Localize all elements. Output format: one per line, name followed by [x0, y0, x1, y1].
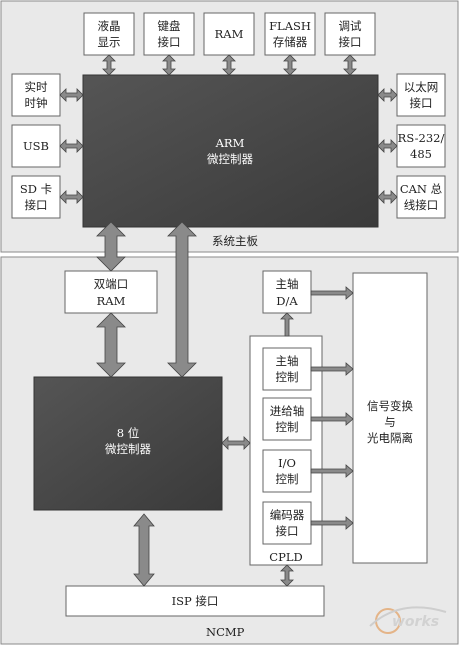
- arrow-top-1: [162, 54, 176, 76]
- top-module-lcd-line1: 液晶: [98, 19, 121, 33]
- cpld-io_ctrl-block: [262, 449, 312, 493]
- cpld-spindle_ctrl-line2: 控制: [276, 370, 299, 384]
- arrow-right-1: [377, 139, 398, 153]
- cpld-spindle_ctrl-line1: 主轴: [276, 354, 299, 368]
- right-module-rs232-line1: RS-232/: [398, 131, 445, 145]
- cpld-feed_ctrl-line1: 进给轴: [270, 404, 305, 418]
- signal-line1: 信号变换: [367, 399, 413, 413]
- top-module-lcd-line2: 显示: [98, 35, 121, 49]
- arm-cpu-block: [82, 74, 379, 228]
- arm-cpu-line2: 微控制器: [207, 152, 253, 166]
- arrow-left-1: [59, 139, 84, 153]
- arrow-cpld-signal-0: [310, 362, 354, 376]
- arrow-cpld-spindleda: [280, 312, 294, 337]
- cpld-feed_ctrl-line2: 控制: [276, 420, 299, 434]
- spindle-da-block: [262, 270, 312, 314]
- arrow-cpld-signal-3: [310, 516, 354, 530]
- arrow-dualram-mcu8: [96, 312, 126, 378]
- arrow-spindleda-signal: [310, 286, 354, 300]
- right-module-ethernet-block: [396, 73, 446, 117]
- signal-line3: 光电隔离: [367, 431, 413, 445]
- left-module-sd-block: [11, 175, 61, 219]
- ncmp-board-label: NCMP: [206, 625, 245, 639]
- dual-port-ram-line2: RAM: [97, 294, 126, 308]
- left-module-sd-line2: 接口: [25, 198, 48, 212]
- top-module-flash-block: [264, 12, 316, 56]
- mcu8-line2: 微控制器: [105, 442, 151, 456]
- arrow-cpld-signal-2: [310, 464, 354, 478]
- arrow-top-0: [102, 54, 116, 76]
- arrow-mcu8-isp: [133, 513, 155, 587]
- left-module-rtc-line2: 时钟: [25, 96, 48, 110]
- arrow-left-0: [59, 88, 84, 102]
- cpld-feed_ctrl-block: [262, 397, 312, 441]
- arrow-cpld-isp: [280, 564, 294, 587]
- spindle-da-line2: D/A: [276, 294, 298, 308]
- top-module-debug-line2: 接口: [339, 35, 362, 49]
- left-module-sd-line1: SD 卡: [20, 182, 52, 196]
- right-module-rs232-block: [396, 124, 446, 168]
- arm-cpu-line1: ARM: [215, 136, 245, 150]
- signal-line2: 与: [384, 415, 396, 429]
- arrow-right-0: [377, 88, 398, 102]
- top-module-keyboard-line1: 键盘: [158, 19, 181, 33]
- signal-isolation-block: [352, 272, 428, 564]
- cpld-spindle_ctrl-block: [262, 347, 312, 391]
- isp-label: ISP 接口: [172, 594, 219, 608]
- right-module-ethernet-line1: 以太网: [404, 80, 439, 94]
- mcu8-block: [33, 376, 223, 511]
- right-module-rs232-line2: 485: [410, 147, 432, 161]
- cpld-io_ctrl-line1: I/O: [278, 456, 296, 470]
- isp-block: [65, 585, 325, 617]
- top-module-flash-line2: 存储器: [273, 35, 308, 49]
- right-module-can-block: [396, 175, 446, 219]
- left-module-usb-line1: USB: [23, 139, 49, 153]
- left-module-rtc-block: [11, 73, 61, 117]
- top-module-keyboard-line2: 接口: [158, 35, 181, 49]
- e-works-logo: works: [369, 606, 447, 634]
- right-module-ethernet-line2: 接口: [410, 96, 433, 110]
- cpld-encoder-line1: 编码器: [270, 508, 305, 522]
- arrow-left-2: [59, 190, 84, 204]
- left-module-rtc-line1: 实时: [25, 80, 48, 94]
- cpld-encoder-line2: 接口: [276, 524, 299, 538]
- main-board-label: 系统主板: [212, 234, 258, 248]
- arrow-right-2: [377, 190, 398, 204]
- top-module-debug-line1: 调试: [339, 19, 362, 33]
- arrow-cpld-signal-1: [310, 412, 354, 426]
- right-module-can-line1: CAN 总: [400, 182, 443, 196]
- mcu8-line1: 8 位: [117, 426, 139, 440]
- arrow-top-4: [343, 54, 357, 76]
- dual-port-ram-line1: 双端口: [94, 277, 129, 291]
- cpld-label: CPLD: [269, 550, 302, 564]
- arrow-top-3: [283, 54, 297, 76]
- arrow-arm-mcu8: [167, 221, 197, 378]
- spindle-da-line1: 主轴: [276, 277, 299, 291]
- top-module-flash-line1: FLASH: [269, 19, 311, 33]
- top-module-ram-line1: RAM: [215, 27, 244, 41]
- svg-text:works: works: [392, 614, 439, 630]
- right-module-can-line2: 线接口: [404, 198, 439, 212]
- left-module-usb-block: [11, 124, 61, 168]
- arrow-arm-dualram: [96, 221, 126, 272]
- arrow-top-2: [222, 54, 236, 76]
- top-module-keyboard-block: [143, 12, 195, 56]
- cpld-encoder-block: [262, 501, 312, 545]
- arrow-mcu8-cpld: [221, 436, 251, 450]
- cpld-io_ctrl-line2: 控制: [276, 472, 299, 486]
